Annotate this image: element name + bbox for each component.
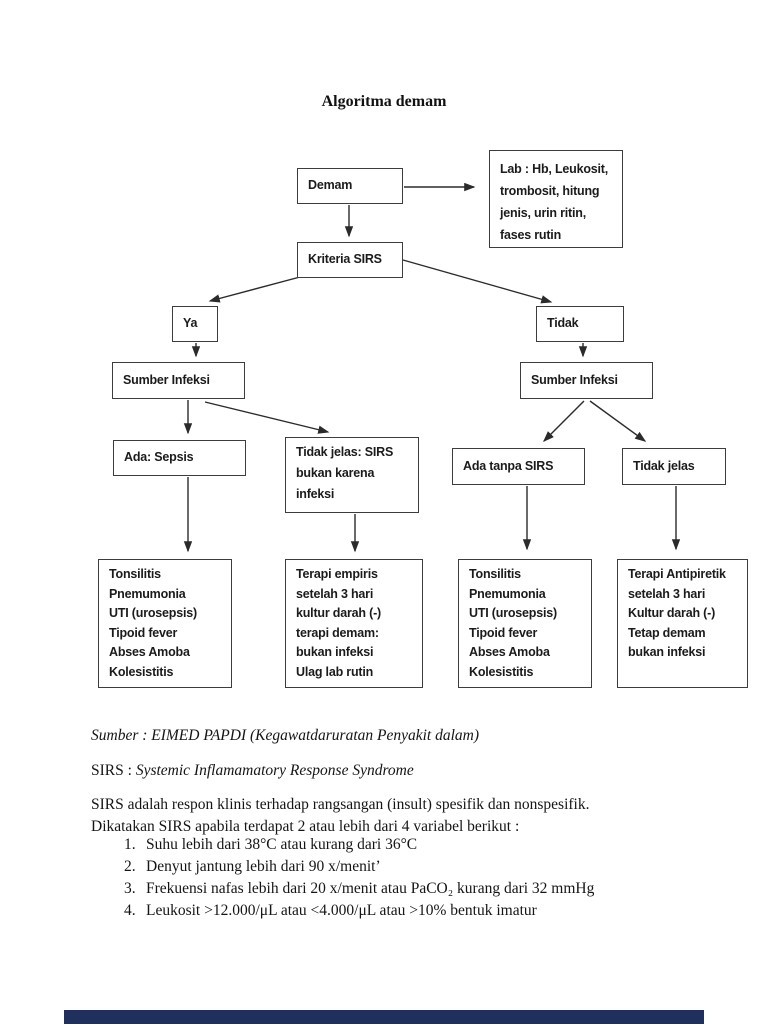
node-lab-tests: Lab : Hb, Leukosit, trombosit, hitung je… [489, 150, 623, 248]
criteria-item: 3. Frekuensi nafas lebih dari 20 x/menit… [124, 880, 594, 902]
criteria-text: Denyut jantung lebih dari 90 x/menit’ [146, 858, 381, 875]
sirs-description: SIRS adalah respon klinis terhadap rangs… [91, 796, 590, 835]
criteria-number: 1. [124, 836, 136, 853]
sirs-definition: SIRS : Systemic Inflamamatory Response S… [91, 762, 414, 780]
criteria-number: 2. [124, 858, 136, 875]
node-ada-sepsis: Ada: Sepsis [113, 440, 246, 476]
node-terapi-antipiretik: Terapi Antipiretik setelah 3 hari Kultur… [617, 559, 748, 688]
node-sumber-infeksi-left: Sumber Infeksi [112, 362, 245, 399]
node-tidak: Tidak [536, 306, 624, 342]
criteria-text: Leukosit >12.000/μL atau <4.000/μL atau … [146, 902, 537, 919]
criteria-text: Frekuensi nafas lebih dari 20 x/menit at… [146, 880, 595, 897]
page-title: Algoritma demam [321, 93, 447, 110]
criteria-list: 1. Suhu lebih dari 38°C atau kurang dari… [124, 836, 594, 924]
node-sumber-infeksi-right: Sumber Infeksi [520, 362, 653, 399]
criteria-item: 4. Leukosit >12.000/μL atau <4.000/μL at… [124, 902, 594, 924]
criteria-number: 3. [124, 880, 136, 897]
node-ya: Ya [172, 306, 218, 342]
node-ada-tanpa-sirs: Ada tanpa SIRS [452, 448, 585, 485]
node-kriteria-sirs: Kriteria SIRS [297, 242, 403, 278]
criteria-item: 2. Denyut jantung lebih dari 90 x/menit’ [124, 858, 594, 880]
node-diagnosis-left: Tonsilitis Pnemumonia UTI (urosepsis) Ti… [98, 559, 232, 688]
node-demam: Demam [297, 168, 403, 204]
sirs-full-name: Systemic Inflamamatory Response Syndrome [135, 762, 414, 779]
criteria-item: 1. Suhu lebih dari 38°C atau kurang dari… [124, 836, 594, 858]
node-terapi-empiris: Terapi empiris setelah 3 hari kultur dar… [285, 559, 423, 688]
criteria-text: Suhu lebih dari 38°C atau kurang dari 36… [146, 836, 418, 853]
criteria-number: 4. [124, 902, 136, 919]
node-tidak-jelas: Tidak jelas [622, 448, 726, 485]
next-page-edge [64, 1010, 704, 1024]
source-note: Sumber : EIMED PAPDI (Kegawatdaruratan P… [91, 727, 480, 744]
sirs-label: SIRS : [91, 762, 136, 779]
node-diagnosis-right: Tonsilitis Pnemumonia UTI (urosepsis) Ti… [458, 559, 592, 688]
node-tidak-jelas-sirs: Tidak jelas: SIRS bukan karena infeksi [285, 437, 419, 513]
